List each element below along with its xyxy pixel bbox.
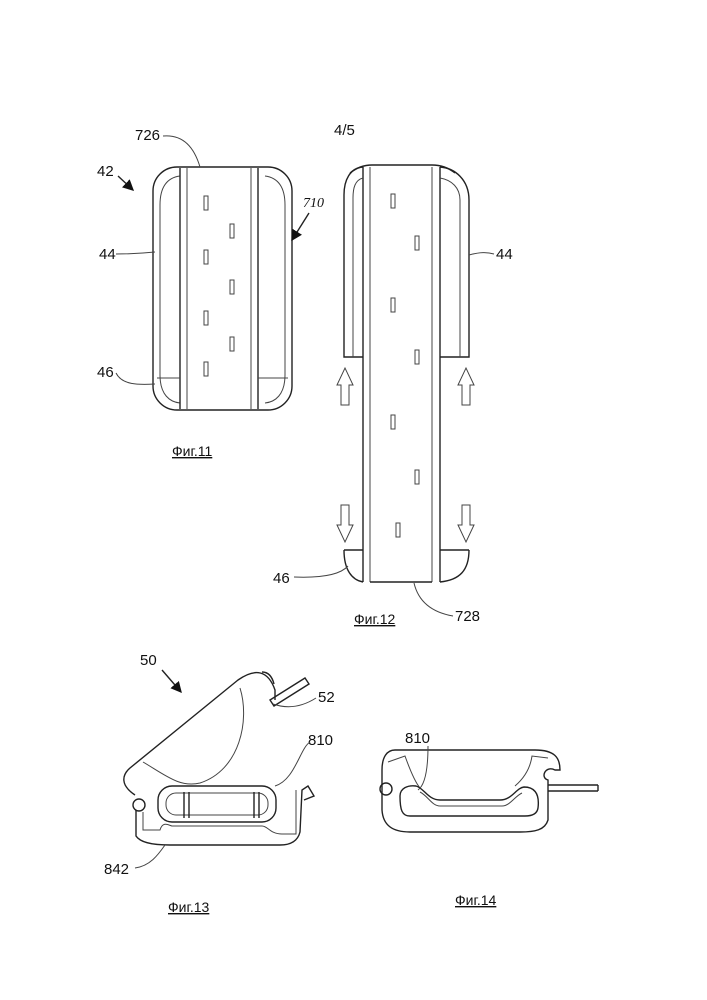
ref-842: 842 (104, 861, 129, 878)
down-arrow-icon (458, 505, 474, 542)
fig12-caption: Фиг.12 (354, 611, 396, 627)
fig11-right-loop (265, 176, 285, 403)
fig11-caption: Фиг.11 (172, 443, 212, 459)
fig12-right-hook (440, 550, 469, 582)
fig12-slots (391, 194, 419, 537)
fig13-ref-810: 810 (308, 732, 333, 749)
ref-42: 42 (97, 163, 114, 180)
fig14-ref-810: 810 (405, 730, 430, 747)
fig13-hinge (133, 799, 145, 811)
fig11-left-loop (160, 176, 180, 403)
figure-11: 726 42 44 46 710 Фиг.11 (97, 127, 324, 459)
ref-726: 726 (135, 127, 160, 144)
fig12-right-loop (440, 167, 469, 357)
fig11-ref-44: 44 (99, 246, 116, 263)
ref-710: 710 (303, 196, 324, 211)
fig12-ref-46: 46 (273, 570, 290, 587)
ref-52: 52 (318, 689, 335, 706)
ref-728: 728 (455, 608, 480, 625)
fig11-slots (204, 196, 234, 376)
fig13-tab-52 (270, 678, 309, 706)
sheet-number: 4/5 (334, 122, 355, 139)
fig14-window-810 (400, 786, 538, 816)
ref-50: 50 (140, 652, 157, 669)
up-arrow-icon (337, 368, 353, 405)
fig13-caption: Фиг.13 (168, 899, 210, 915)
figure-13: 50 52 810 842 Фиг.13 (104, 652, 335, 915)
fig12-left-hook (344, 550, 363, 582)
fig13-lid (124, 672, 275, 795)
figure-12: 44 46 728 Фиг.12 (273, 165, 513, 627)
figure-14: 810 Фиг.14 (380, 730, 598, 908)
fig14-caption: Фиг.14 (455, 892, 497, 908)
fig11-ref-46: 46 (97, 364, 114, 381)
down-arrow-icon (337, 505, 353, 542)
fig12-ref-44: 44 (496, 246, 513, 263)
fig14-frame (382, 750, 560, 832)
up-arrow-icon (458, 368, 474, 405)
fig11-outer-outline (153, 167, 292, 410)
